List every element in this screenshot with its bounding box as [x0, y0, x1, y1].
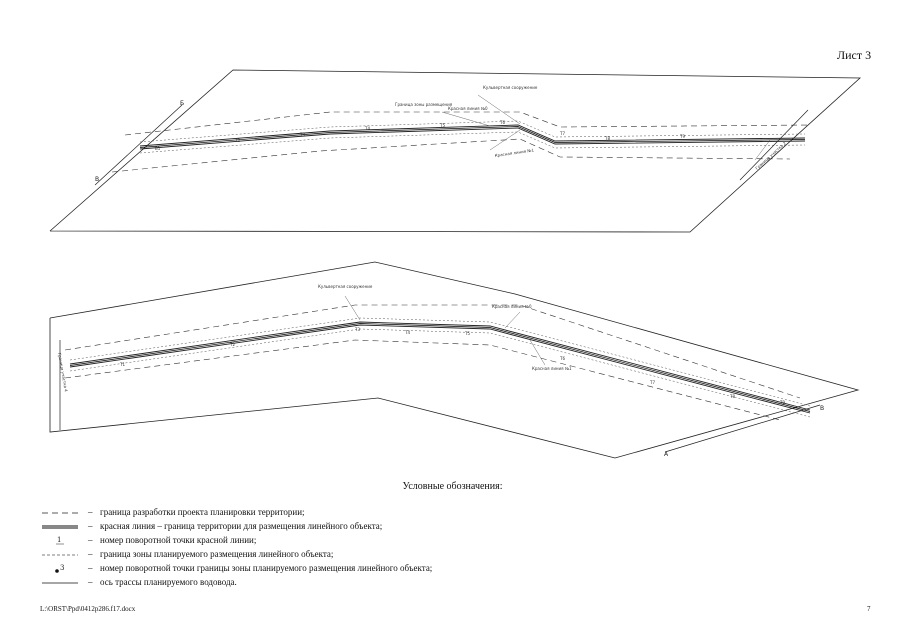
svg-text:Т2: Т2: [234, 138, 240, 143]
bottom-zone-boundary: [69, 317, 811, 418]
legend-item-planning-boundary: – граница разработки проекта планировки …: [40, 506, 600, 520]
top-axis-line: [139, 126, 806, 148]
legend-text: номер поворотной точки красной линии;: [100, 535, 257, 545]
svg-text:Т5: Т5: [439, 123, 445, 128]
legend-item-red-line: – красная линия – граница территории для…: [40, 520, 600, 534]
top-label-culvert: Кульвертная сооружение: [483, 85, 538, 90]
svg-text:Т1: Т1: [119, 362, 125, 367]
legend-dash: –: [88, 535, 93, 545]
legend-title: Условные обозначения:: [402, 481, 503, 492]
top-frame: [49, 69, 862, 233]
bottom-label-plot: Граница участка 4: [57, 352, 69, 392]
svg-text:Т9: Т9: [679, 134, 685, 139]
bottom-section-lines: [59, 340, 821, 453]
legend-text: ось трассы планируемого водовода.: [100, 577, 237, 587]
top-label-red-line-1: Красная линия №1: [494, 147, 534, 158]
top-label-zone: Граница зоны размещения: [395, 102, 453, 107]
legend-dash: –: [88, 563, 93, 573]
svg-text:Т8: Т8: [604, 136, 610, 141]
legend-dash: –: [88, 507, 93, 517]
legend-dash: –: [88, 549, 93, 559]
top-leaders: [441, 94, 771, 161]
legend-text: номер поворотной точки границы зоны план…: [100, 563, 433, 573]
svg-text:Т6: Т6: [559, 356, 565, 361]
legend-text: красная линия – граница территории для р…: [100, 521, 383, 531]
footer-file-path: L:\ORST\Ppd\0412p286.f17.docx: [40, 605, 136, 613]
legend-item-red-line-point: 1 – номер поворотной точки красной линии…: [40, 534, 600, 548]
legend-dash: –: [88, 577, 93, 587]
svg-text:Т3: Т3: [354, 327, 360, 332]
svg-text:Т3: Т3: [299, 132, 305, 137]
bottom-frame: [49, 261, 860, 459]
top-label-b: Б: [180, 100, 184, 107]
svg-text:Б1: Б1: [155, 146, 161, 151]
svg-text:Т9: Т9: [779, 400, 785, 405]
bottom-planning-boundary: [64, 304, 801, 421]
legend-symbol-dashed: [42, 512, 78, 514]
legend-item-zone-point: 3 – номер поворотной точки границы зоны …: [40, 562, 600, 576]
svg-text:Т7: Т7: [559, 131, 565, 136]
bottom-leaders: [344, 295, 546, 366]
svg-text:Т6: Т6: [499, 120, 505, 125]
legend-symbol-double-solid: [42, 525, 78, 529]
legend-dot-glyph: 3: [60, 564, 64, 572]
top-label-red-line-0: Красная линия №0: [448, 106, 488, 111]
svg-text:Т4: Т4: [404, 330, 410, 335]
legend-symbol-point-number: 1: [56, 536, 64, 545]
legend-text: граница разработки проекта планировки те…: [100, 507, 305, 517]
svg-text:Т8: Т8: [729, 394, 735, 399]
sheet-label: Лист 3: [837, 48, 872, 62]
top-planning-boundary: [111, 111, 811, 173]
top-label-v: В: [95, 176, 99, 183]
top-red-line: [139, 124, 806, 150]
bottom-label-red-line-0: Красная линия №0: [492, 304, 532, 309]
svg-text:Т7: Т7: [649, 380, 655, 385]
legend-point-glyph: 1: [57, 536, 61, 544]
legend-symbol-dotted: [42, 554, 78, 556]
bottom-label-v: В: [820, 405, 824, 412]
bottom-label-red-line-1: Красная линия №1: [532, 366, 572, 371]
legend-item-zone-boundary: – граница зоны планируемого размещения л…: [40, 548, 600, 562]
svg-text:Т2: Т2: [229, 342, 235, 347]
bottom-label-a: А: [664, 451, 669, 458]
svg-text:Т4: Т4: [364, 126, 370, 131]
legend-dash: –: [88, 521, 93, 531]
legend-symbol-solid: [42, 582, 78, 584]
bottom-label-culvert: Кульвертная сооружение: [318, 284, 373, 289]
footer-page-number: 7: [867, 605, 871, 613]
top-section-lines: [94, 104, 809, 186]
legend-symbol-dot-number: 3: [55, 564, 64, 573]
svg-text:Т5: Т5: [464, 331, 470, 336]
bottom-red-line: [69, 321, 811, 414]
legend-text: граница зоны планируемого размещения лин…: [100, 549, 334, 559]
legend-item-axis: – ось трассы планируемого водовода.: [40, 576, 600, 590]
bottom-axis-line: [69, 323, 811, 412]
